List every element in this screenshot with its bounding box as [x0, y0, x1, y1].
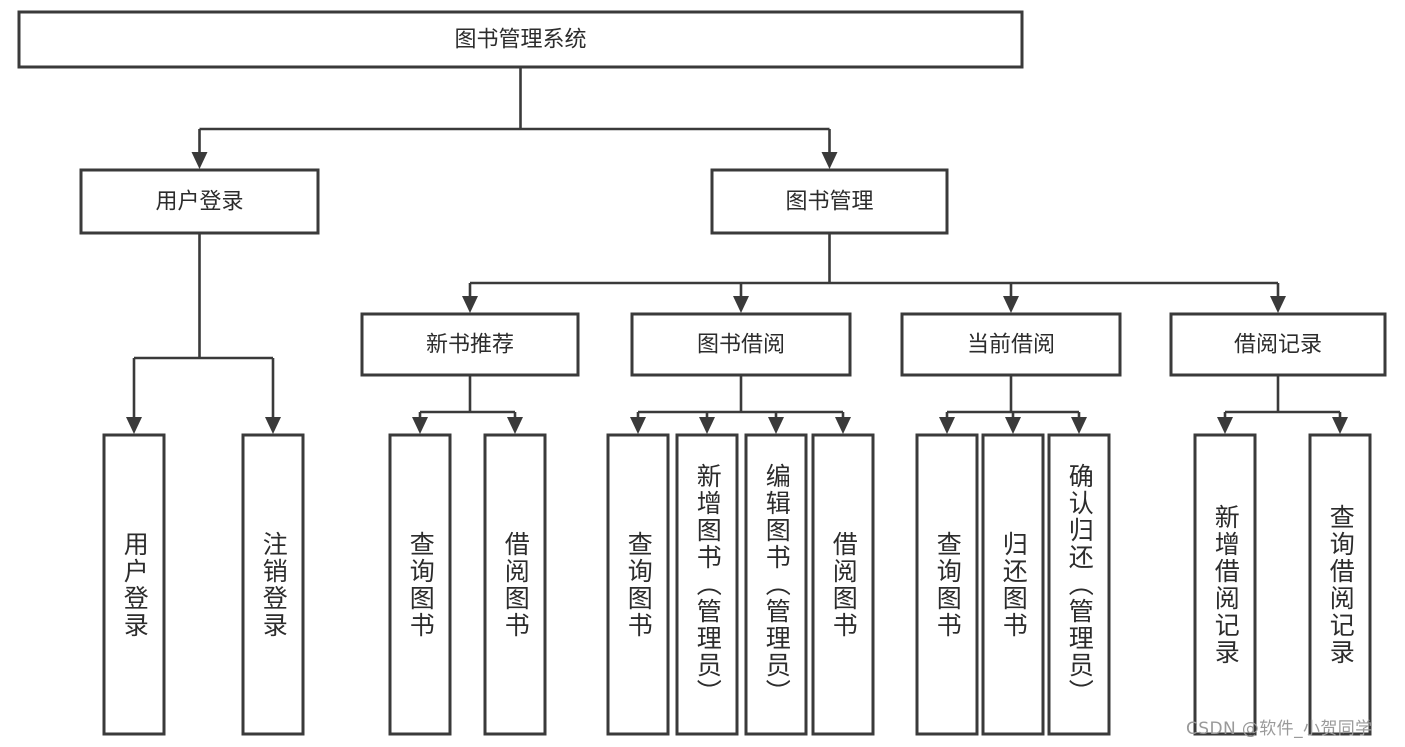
- arrowhead-icon: [1005, 417, 1021, 434]
- node-label: 用户登录: [155, 190, 243, 215]
- node-box: [1047, 433, 1111, 736]
- arrowhead-icon: [699, 417, 715, 434]
- node-bb-add-book[interactable]: [675, 433, 739, 736]
- node-cb-confirm-return[interactable]: [1047, 433, 1111, 736]
- node-borrow-record[interactable]: 借阅记录: [1169, 312, 1387, 377]
- node-label: 新书推荐: [426, 333, 514, 358]
- node-user-login[interactable]: 用户登录: [79, 168, 320, 235]
- arrowhead-icon: [1071, 417, 1087, 434]
- node-box: [630, 312, 852, 377]
- node-box: [675, 433, 739, 736]
- arrowhead-icon: [412, 417, 428, 434]
- arrowhead-icon: [1217, 417, 1233, 434]
- arrowhead-icon: [733, 296, 749, 313]
- node-book-manage[interactable]: 图书管理: [710, 168, 949, 235]
- node-root[interactable]: 图书管理系统: [17, 10, 1024, 69]
- node-user-login-do[interactable]: [102, 433, 166, 736]
- node-current-borrow[interactable]: 当前借阅: [900, 312, 1122, 377]
- node-box: [811, 433, 875, 736]
- node-box: [388, 433, 452, 736]
- node-box: [102, 433, 166, 736]
- node-box: [981, 433, 1045, 736]
- arrowhead-icon: [191, 152, 208, 169]
- arrowhead-icon: [768, 417, 784, 434]
- node-box: [79, 168, 320, 235]
- arrowhead-icon: [462, 296, 478, 313]
- arrowhead-icon: [1270, 296, 1286, 313]
- node-box: [744, 433, 808, 736]
- node-book-borrow[interactable]: 图书借阅: [630, 312, 852, 377]
- node-br-query-record[interactable]: [1308, 433, 1372, 736]
- node-bb-edit-book[interactable]: [744, 433, 808, 736]
- node-box: [1193, 433, 1257, 736]
- node-label: 当前借阅: [967, 333, 1055, 358]
- node-box: [241, 433, 305, 736]
- node-box: [915, 433, 979, 736]
- node-box: [606, 433, 670, 736]
- node-nbr-borrow-book[interactable]: [483, 433, 547, 736]
- connector-layer: [126, 67, 1348, 434]
- arrowhead-icon: [507, 417, 523, 434]
- node-label: 借阅记录: [1234, 333, 1322, 358]
- node-box: [710, 168, 949, 235]
- node-bb-query-book[interactable]: [606, 433, 670, 736]
- node-label: 图书管理: [785, 190, 873, 215]
- node-bb-borrow-book[interactable]: [811, 433, 875, 736]
- node-br-add-record[interactable]: [1193, 433, 1257, 736]
- node-box: [1169, 312, 1387, 377]
- node-nbr-query-book[interactable]: [388, 433, 452, 736]
- watermark-text: CSDN @软件_小贺同学: [1186, 719, 1373, 739]
- node-cb-return-book[interactable]: [981, 433, 1045, 736]
- node-box: [900, 312, 1122, 377]
- node-box: [360, 312, 580, 377]
- arrowhead-icon: [1332, 417, 1348, 434]
- arrowhead-icon: [821, 152, 838, 169]
- node-box: [1308, 433, 1372, 736]
- arrowhead-icon: [835, 417, 851, 434]
- arrowhead-icon: [630, 417, 646, 434]
- arrowhead-icon: [265, 417, 281, 434]
- node-cb-query-book[interactable]: [915, 433, 979, 736]
- node-box: [483, 433, 547, 736]
- arrowhead-icon: [939, 417, 955, 434]
- arrowhead-icon: [126, 417, 142, 434]
- arrowhead-icon: [1003, 296, 1019, 313]
- node-label: 图书借阅: [697, 333, 785, 358]
- node-box: [17, 10, 1024, 69]
- node-new-book-recommend[interactable]: 新书推荐: [360, 312, 580, 377]
- node-label: 图书管理系统: [454, 28, 586, 53]
- node-user-logout[interactable]: [241, 433, 305, 736]
